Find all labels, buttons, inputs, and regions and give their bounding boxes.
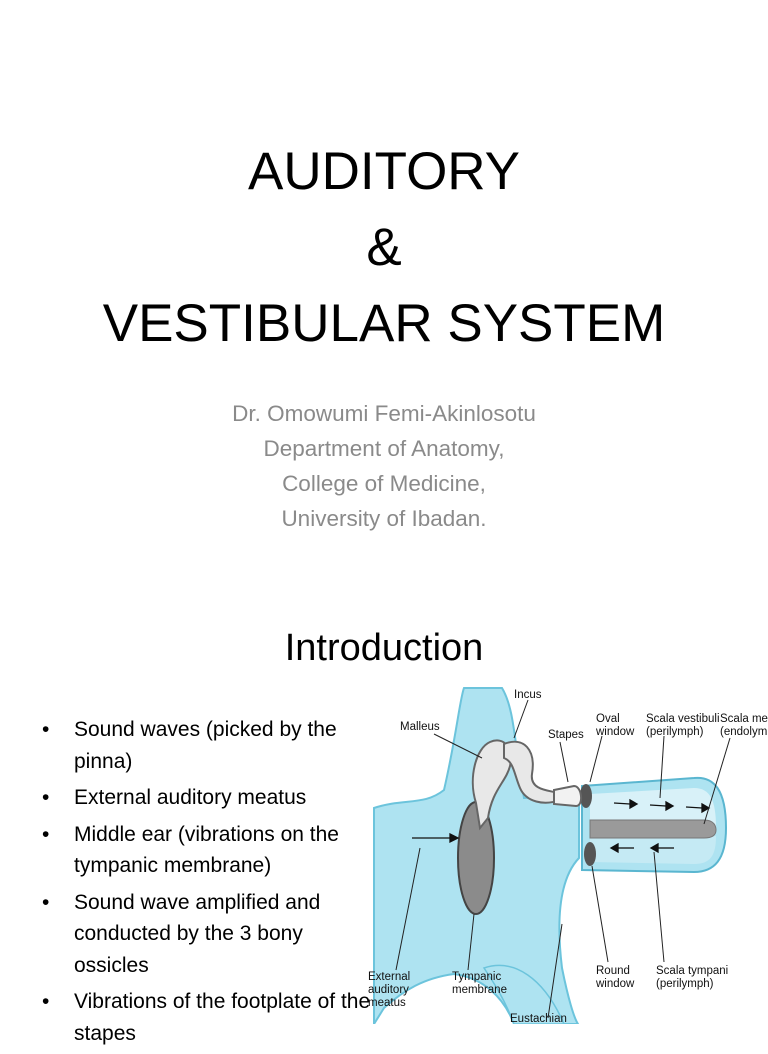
label-scala-tympani-1: Scala tympani: [656, 965, 728, 977]
oval-window: [580, 784, 592, 808]
bullet-icon: •: [42, 890, 50, 914]
label-oval-window-2: window: [595, 726, 635, 738]
author-block: Dr. Omowumi Femi-Akinlosotu Department o…: [0, 396, 768, 536]
author-name: Dr. Omowumi Femi-Akinlosotu: [232, 401, 536, 426]
bullet-icon: •: [42, 718, 50, 741]
label-stapes: Stapes: [548, 729, 584, 741]
bullet-text: Sound waves (picked by the pinna): [74, 718, 337, 773]
round-window: [584, 842, 596, 866]
label-scala-media-1: Scala media: [720, 713, 768, 725]
bullet-item: • External auditory meatus: [42, 782, 372, 814]
bullet-item: • Sound wave amplified and conducted by t…: [42, 887, 372, 982]
title-line-2: &: [366, 218, 402, 277]
label-tympanic-2: membrane: [452, 984, 507, 996]
label-external-1: External: [368, 971, 410, 983]
scala-vestibuli: [590, 788, 716, 828]
bullet-item: • Middle ear (vibrations on the tympanic …: [42, 819, 372, 882]
title-line-3: VESTIBULAR SYSTEM: [102, 294, 666, 353]
bullet-icon: •: [42, 786, 50, 809]
author-department: Department of Anatomy,: [263, 436, 505, 461]
label-malleus: Malleus: [400, 721, 440, 733]
label-scala-media-2: (endolymph): [720, 726, 768, 738]
label-round-window-1: Round: [596, 965, 630, 977]
bullet-text: Middle ear (vibrations on the tympanic m…: [74, 822, 339, 878]
introduction-slide: Introduction • Sound waves (picked by the…: [0, 576, 768, 1045]
bullet-item: • Sound waves (picked by the pinna): [42, 714, 372, 777]
bullet-icon: •: [42, 822, 50, 846]
bullet-list: • Sound waves (picked by the pinna) • Exte…: [42, 714, 372, 1054]
label-scala-vestibuli-1: Scala vestibuli: [646, 713, 720, 725]
bullet-text: Vibrations of the footplate of the stape…: [74, 990, 371, 1045]
bullet-icon: •: [42, 990, 50, 1013]
label-oval-window-1: Oval: [596, 713, 620, 725]
label-scala-vestibuli-2: (perilymph): [646, 726, 704, 738]
label-scala-tympani-2: (perilymph): [656, 978, 714, 990]
label-tympanic-1: Tympanic: [452, 971, 501, 983]
label-round-window-2: window: [595, 978, 635, 990]
scala-media: [589, 819, 717, 839]
label-incus: Incus: [514, 689, 542, 701]
author-college: College of Medicine,: [282, 471, 486, 496]
slide-heading: Introduction: [284, 627, 484, 669]
title-line-1: AUDITORY: [248, 142, 520, 201]
slide-title: AUDITORY & VESTIBULAR SYSTEM: [0, 134, 768, 362]
label-external-3: meatus: [368, 997, 406, 1009]
title-slide: AUDITORY & VESTIBULAR SYSTEM Dr. Omowumi…: [0, 134, 768, 536]
scala-tympani: [590, 836, 716, 864]
bullet-text: External auditory meatus: [74, 786, 307, 809]
ear-anatomy-diagram: Incus Malleus Stapes Oval window Scala v…: [364, 678, 768, 1024]
bullet-item: • Vibrations of the footplate of the stap…: [42, 986, 372, 1049]
stapes: [553, 784, 582, 808]
author-university: University of Ibadan.: [281, 506, 487, 531]
bullet-text: Sound wave amplified and conducted by th…: [74, 890, 321, 977]
label-eustachian: Eustachian: [510, 1013, 567, 1024]
label-external-2: auditory: [368, 984, 409, 996]
